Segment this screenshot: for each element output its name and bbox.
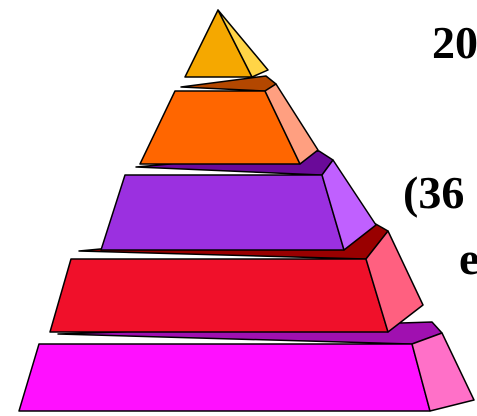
tier-5-front <box>19 344 430 411</box>
text-fragment-top: 20 <box>432 20 477 66</box>
text-fragment-middle: (36 <box>403 170 464 216</box>
pyramid-tier-3 <box>101 151 376 250</box>
pyramid-tier-2 <box>140 76 318 164</box>
pyramid-tier-5 <box>19 322 474 411</box>
tier-2-band <box>181 76 276 91</box>
tier-3-front <box>101 175 344 250</box>
pyramid-tier-1 <box>185 10 268 77</box>
text-fragment-lower: e <box>459 236 477 282</box>
tier-4-front <box>50 259 388 332</box>
